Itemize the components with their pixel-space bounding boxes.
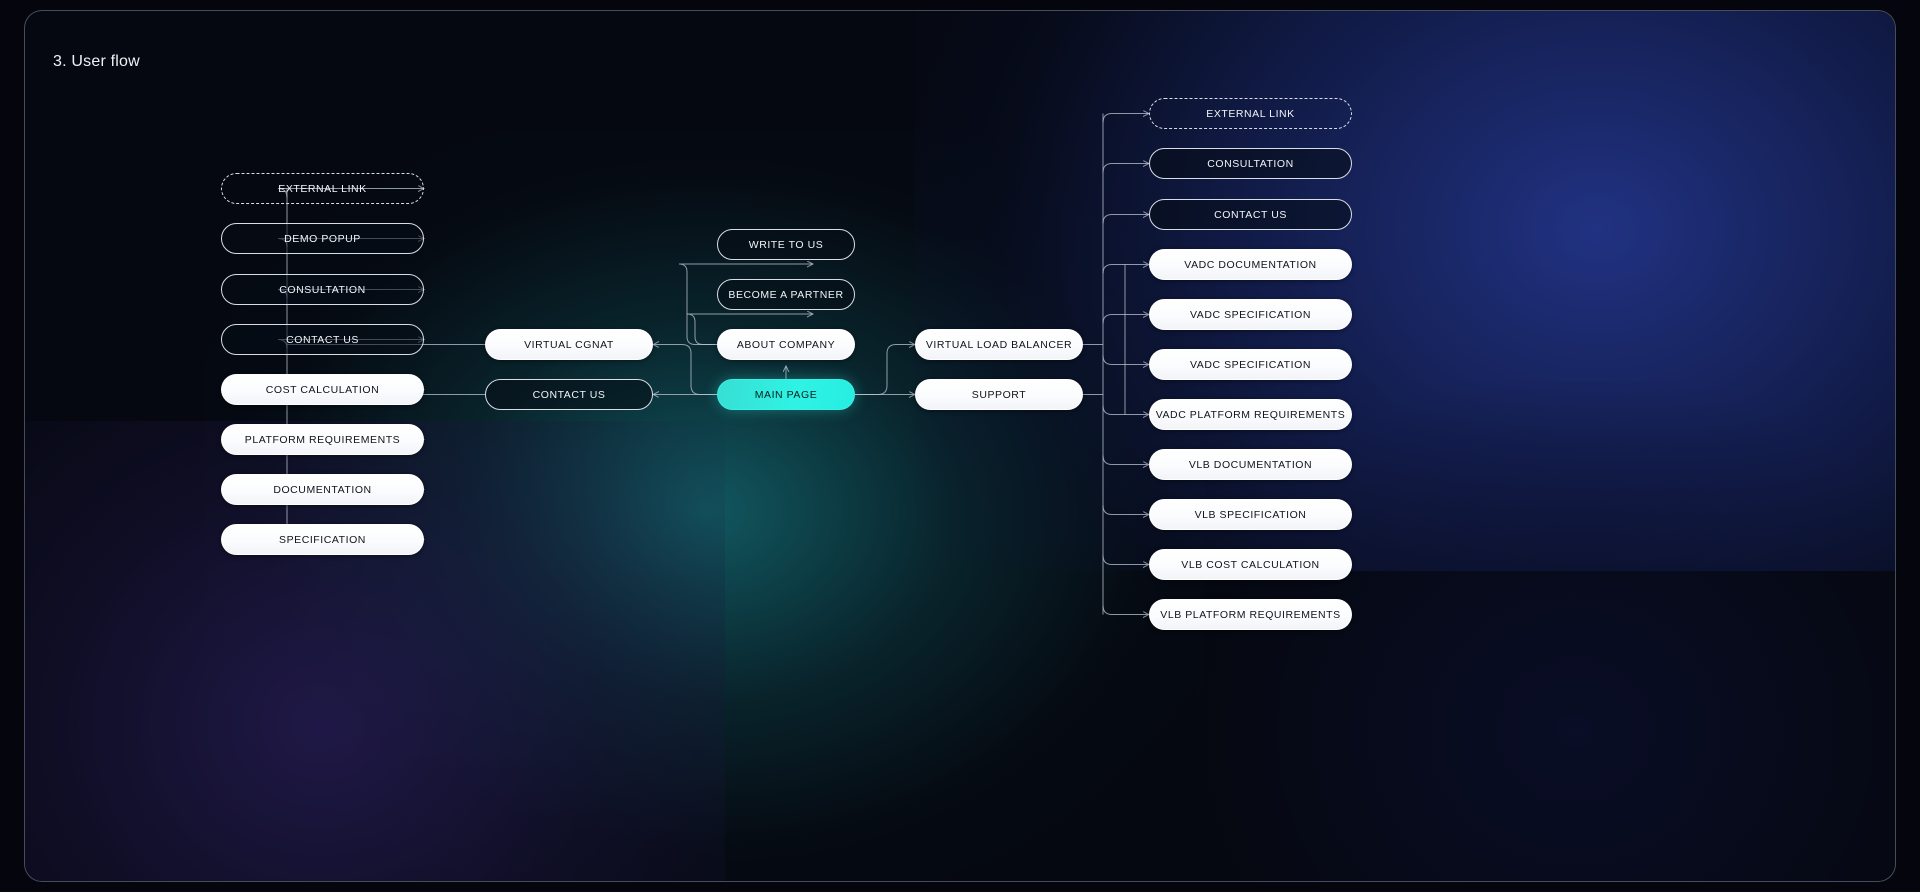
- flow-edge: [1102, 215, 1149, 224]
- flow-edge: [1102, 405, 1149, 415]
- flow-node-label: DEMO POPUP: [284, 232, 361, 245]
- flow-node[interactable]: SUPPORT: [915, 379, 1083, 410]
- flow-node-label: SUPPORT: [971, 388, 1027, 401]
- flow-node-label: VADC DOCUMENTATION: [1184, 258, 1317, 271]
- flow-node-label: VLB DOCUMENTATION: [1188, 458, 1313, 471]
- diagram-canvas: EXTERNAL LINK DEMO POPUP CONSULTATION CONTA…: [25, 11, 1895, 881]
- flow-edge: [1102, 315, 1149, 324]
- flow-edge: [1102, 605, 1149, 615]
- flow-node-label: VIRTUAL CGNAT: [524, 338, 614, 351]
- flow-node-label: BECOME A PARTNER: [728, 288, 844, 301]
- flow-edge: [1102, 164, 1149, 173]
- page-title: 3. User flow: [53, 53, 140, 70]
- flow-edge: [1102, 355, 1149, 365]
- flow-node[interactable]: VADC SPECIFICATION: [1149, 349, 1352, 380]
- flow-node[interactable]: DEMO POPUP: [221, 223, 424, 254]
- flow-node-label: ABOUT COMPANY: [736, 338, 836, 351]
- flow-node[interactable]: VIRTUAL CGNAT: [485, 329, 653, 360]
- flow-node[interactable]: CONTACT US: [1149, 199, 1352, 230]
- flow-node[interactable]: SPECIFICATION: [221, 524, 424, 555]
- flow-node[interactable]: MAIN PAGE: [717, 379, 855, 410]
- flow-node[interactable]: VADC SPECIFICATION: [1149, 299, 1352, 330]
- flow-node-label: CONSULTATION: [1207, 157, 1294, 170]
- flow-node[interactable]: PLATFORM REQUIREMENTS: [221, 424, 424, 455]
- flow-node-label: CONSULTATION: [279, 283, 366, 296]
- flow-edge: [1102, 114, 1149, 123]
- flow-node-label: WRITE TO US: [748, 238, 824, 251]
- flow-edge: [855, 345, 915, 395]
- flow-node[interactable]: VADC PLATFORM REQUIREMENTS: [1149, 399, 1352, 430]
- flow-node[interactable]: CONSULTATION: [1149, 148, 1352, 179]
- flow-node-label: CONTACT US: [286, 333, 359, 346]
- flow-node[interactable]: EXTERNAL LINK: [1149, 98, 1352, 129]
- flow-node[interactable]: CONSULTATION: [221, 274, 424, 305]
- flow-node-label: VADC PLATFORM REQUIREMENTS: [1155, 408, 1346, 421]
- flow-node-label: VLB COST CALCULATION: [1181, 558, 1320, 571]
- flow-node[interactable]: EXTERNAL LINK: [221, 173, 424, 204]
- flow-node-label: VADC SPECIFICATION: [1190, 358, 1311, 371]
- flow-node[interactable]: VLB DOCUMENTATION: [1149, 449, 1352, 480]
- flow-node[interactable]: ABOUT COMPANY: [717, 329, 855, 360]
- flow-node-label: VLB SPECIFICATION: [1194, 508, 1307, 521]
- flow-edge: [678, 264, 813, 345]
- flow-edge: [1102, 555, 1149, 565]
- flow-node-label: COST CALCULATION: [265, 383, 380, 396]
- flow-node-label: VLB PLATFORM REQUIREMENTS: [1160, 608, 1341, 621]
- flow-edge: [1102, 505, 1149, 515]
- flow-edge: [653, 345, 717, 395]
- flow-node[interactable]: CONTACT US: [485, 379, 653, 410]
- flow-node[interactable]: DOCUMENTATION: [221, 474, 424, 505]
- flow-edge: [1102, 265, 1149, 274]
- flow-node-label: VADC SPECIFICATION: [1190, 308, 1311, 321]
- flow-node[interactable]: VLB PLATFORM REQUIREMENTS: [1149, 599, 1352, 630]
- flow-canvas-frame: 3. User flow EXTERNAL LINK DEMO POPUP CONS…: [24, 10, 1896, 882]
- flow-node-label: DOCUMENTATION: [273, 483, 372, 496]
- flow-node[interactable]: WRITE TO US: [717, 229, 855, 260]
- flow-node[interactable]: VLB SPECIFICATION: [1149, 499, 1352, 530]
- flow-node[interactable]: VLB COST CALCULATION: [1149, 549, 1352, 580]
- flow-node-label: EXTERNAL LINK: [278, 182, 367, 195]
- flow-node[interactable]: VADC DOCUMENTATION: [1149, 249, 1352, 280]
- flow-node[interactable]: BECOME A PARTNER: [717, 279, 855, 310]
- flow-node-label: VIRTUAL LOAD BALANCER: [925, 338, 1073, 351]
- flow-node-label: SPECIFICATION: [279, 533, 366, 546]
- flow-node-label: CONTACT US: [1214, 208, 1287, 221]
- flow-edge: [1102, 455, 1149, 465]
- flow-node-label: CONTACT US: [532, 388, 606, 401]
- flow-node[interactable]: VIRTUAL LOAD BALANCER: [915, 329, 1083, 360]
- flow-edge: [277, 189, 424, 198]
- flow-node[interactable]: CONTACT US: [221, 324, 424, 355]
- flow-node-label: MAIN PAGE: [754, 388, 818, 401]
- flow-node-label: EXTERNAL LINK: [1206, 107, 1295, 120]
- flow-node[interactable]: COST CALCULATION: [221, 374, 424, 405]
- flow-node-label: PLATFORM REQUIREMENTS: [244, 433, 401, 446]
